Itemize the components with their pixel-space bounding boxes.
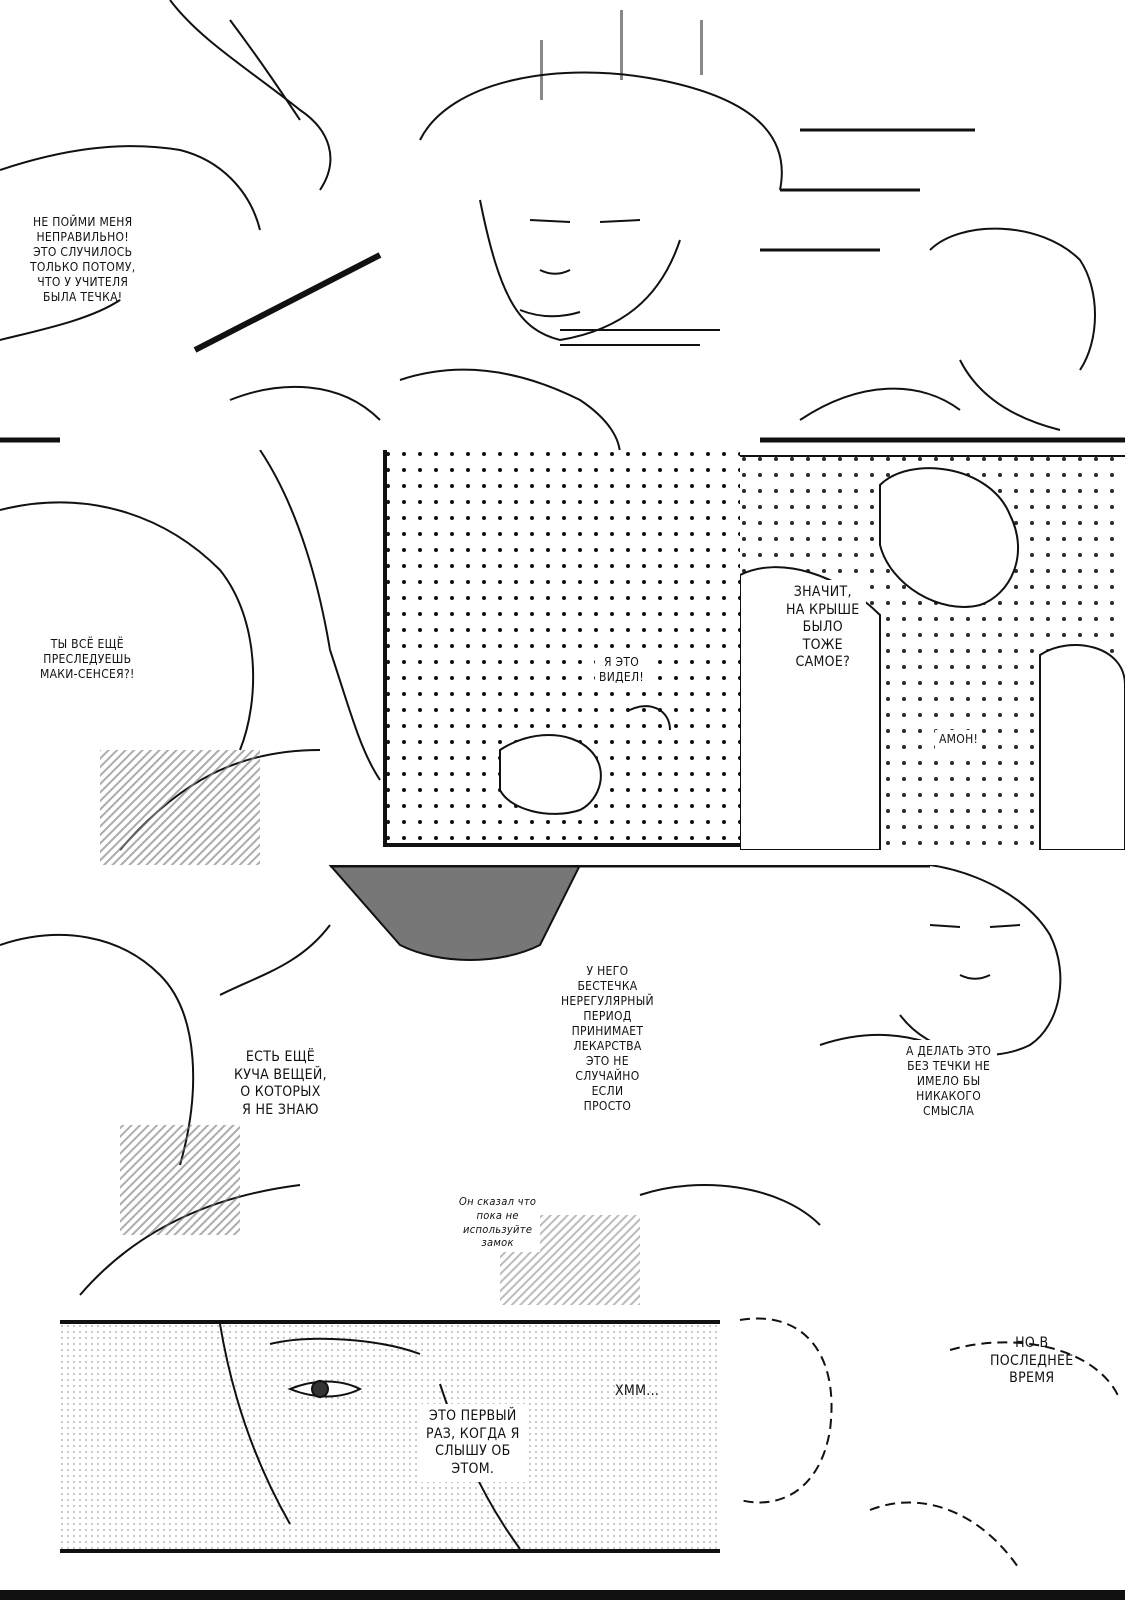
- panel-2-artwork: [0, 450, 740, 865]
- panel-1-artwork: [0, 0, 1125, 455]
- speech-bubble-5: АМОН!: [935, 730, 983, 749]
- speech-bubble-11: ХММ...: [615, 1383, 660, 1399]
- page-bottom-border: [0, 1590, 1125, 1600]
- panel-5-artwork: [60, 1324, 720, 1549]
- panel-4-artwork: [0, 865, 1062, 1305]
- panel-3-artwork: [740, 455, 1125, 850]
- lower-right-artwork: [739, 1317, 1121, 1571]
- speed-lines: [540, 10, 703, 100]
